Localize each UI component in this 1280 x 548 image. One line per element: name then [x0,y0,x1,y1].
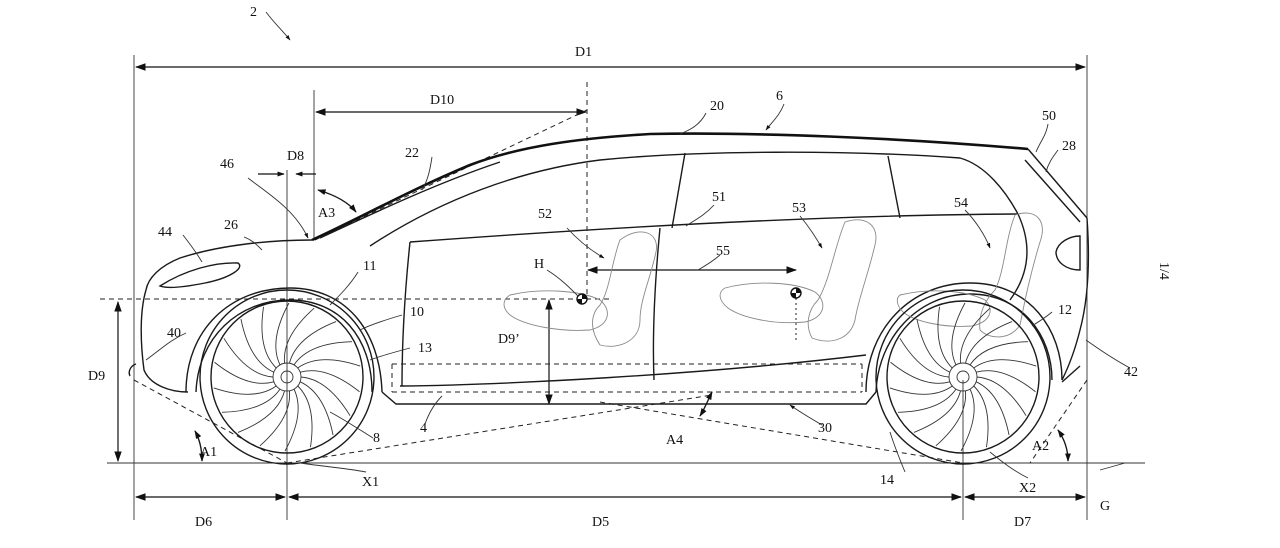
wheel-spoke [297,385,313,448]
wheel-spoke [300,376,351,416]
wheel-spoke [897,388,957,413]
ref-13: 13 [418,341,432,356]
label-x2: X2 [1019,481,1036,496]
rear-wheel [875,289,1051,465]
wheel-spoke [237,390,286,433]
ref-53: 53 [792,201,806,216]
angle-arcs [194,189,1071,462]
wheel-spoke [240,318,275,373]
dimension-arrows [114,63,1087,501]
wheel-spoke [913,390,962,433]
wheel-spoke [293,341,353,366]
wheel-spoke [935,390,967,447]
ref-12: 12 [1058,303,1072,318]
ref-4: 4 [420,421,427,436]
angle-arc-a3 [317,189,357,213]
label-a2: A2 [1032,439,1049,454]
ref-50: 50 [1042,109,1056,124]
front-wheel [199,289,375,465]
wheel-spoke [975,381,1010,436]
ref-40: 40 [167,326,181,341]
wheel-spoke [973,385,989,448]
wheel-spoke [976,376,1027,416]
ref-46: 46 [220,157,234,172]
vehicle-body [128,132,1090,405]
label-d6: D6 [195,515,212,530]
ref-11: 11 [363,259,376,274]
wheel-spoke [275,302,290,366]
wheel-spoke [890,361,950,384]
label-a4: A4 [666,433,683,448]
ref-22: 22 [405,146,419,161]
ref-14: 14 [880,473,894,488]
wheel-spoke [937,306,953,369]
wheel-spoke [259,390,291,447]
wheel-spoke [959,307,991,364]
wheel-spoke [288,321,337,364]
label-d1: D1 [575,45,592,60]
ref-20: 20 [710,99,724,114]
sheet-number: 1/4 [1156,262,1171,280]
rear-seat-back [979,212,1043,338]
label-d5: D5 [592,515,609,530]
label-a3: A3 [318,206,335,221]
wheel-spoke [964,321,1013,364]
label-g: G [1100,499,1110,514]
wheel-spoke [916,318,951,373]
roof-line [311,132,1029,242]
departure-angle-line [1029,379,1088,464]
label-h: H [534,257,544,272]
ref-2: 2 [250,5,257,20]
wheel-spoke [221,388,281,413]
ref-28: 28 [1062,139,1076,154]
wheel-spoke [969,341,1029,366]
front-seat-back [592,231,657,347]
ref-6: 6 [776,89,783,104]
label-d9-prime: D9’ [498,332,520,347]
wheel-spoke [297,359,361,369]
ref-54: 54 [954,196,968,211]
label-d7: D7 [1014,515,1031,530]
seats [503,212,1043,347]
wheel-spoke [899,338,950,378]
wheel-spoke [284,388,299,452]
wheel-spoke [223,338,274,378]
wheel-spoke [889,385,953,395]
leader-lines [145,11,1131,479]
angle-arc-a1 [194,430,205,462]
ref-51: 51 [712,190,726,205]
wheel-spoke [261,306,277,369]
label-a1: A1 [200,445,217,460]
label-d8: D8 [287,149,304,164]
ref-26: 26 [224,218,238,233]
label-x1: X1 [362,475,379,490]
ref-44: 44 [158,225,172,240]
middle-seat-back [807,219,877,342]
labels: 2 D1 D10 20 6 50 28 22 D8 46 A3 26 44 52… [88,5,1171,530]
wheel-spoke [973,359,1037,369]
wheel-spoke [213,385,277,395]
wheel-spoke [960,388,975,452]
ref-8: 8 [373,431,380,446]
wheel-spoke [300,370,360,393]
ref-42: 42 [1124,365,1138,380]
rear-seat-cushion [896,290,991,327]
ref-10: 10 [410,305,424,320]
middle-seat-cushion [719,282,824,324]
front-seat-cushion [503,290,608,331]
wheel-spoke [214,361,274,384]
wheel-spoke [283,307,315,364]
ref-30: 30 [818,421,832,436]
label-d10: D10 [430,93,454,108]
ref-52: 52 [538,207,552,222]
angle-arc-a2 [1057,429,1071,462]
ref-55: 55 [716,244,730,259]
wheel-spoke [976,370,1036,393]
angle-arc-a4 [699,391,713,417]
wheel-spoke [951,302,966,366]
label-d9: D9 [88,369,105,384]
h-points [576,287,802,305]
wheel-spoke [299,381,334,436]
